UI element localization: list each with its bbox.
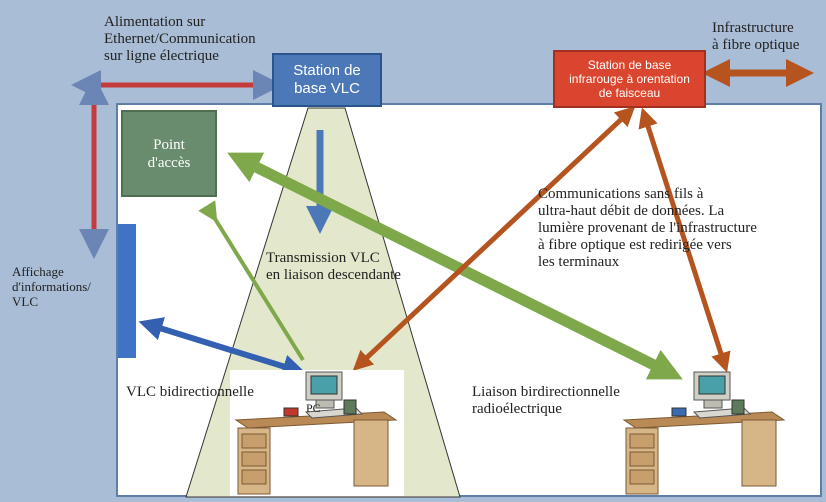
ir-beam-left: [352, 106, 636, 371]
wireless-description: Communications sans fils à ultra-haut dé…: [538, 186, 757, 270]
pc-label: PC: [306, 401, 321, 415]
access-point: Point d'accès: [121, 110, 217, 197]
radio-link-label: Liaison birdirectionnelle radioélectriqu…: [472, 384, 620, 417]
ir-base-station: Station de base infrarouge à orentation …: [553, 50, 706, 108]
downlink-label: Transmission VLC en liaison descendante: [266, 250, 401, 283]
power-label: Alimentation sur Ethernet/Communication …: [104, 14, 256, 64]
left-workstation: [234, 371, 398, 495]
fiber-label: Infrastructure à fibre optique: [712, 20, 800, 53]
vlc-base-station: Station de base VLC: [272, 53, 382, 107]
vlc-bidirectional-arrow: [138, 317, 307, 378]
vlc-bidirectional-label: VLC bidirectionnelle: [126, 384, 254, 400]
right-workstation: [622, 371, 786, 495]
ir-beam-right: [638, 107, 731, 373]
display-label: Affichage d'informations/ VLC: [12, 264, 91, 309]
display-panel: [118, 224, 136, 358]
